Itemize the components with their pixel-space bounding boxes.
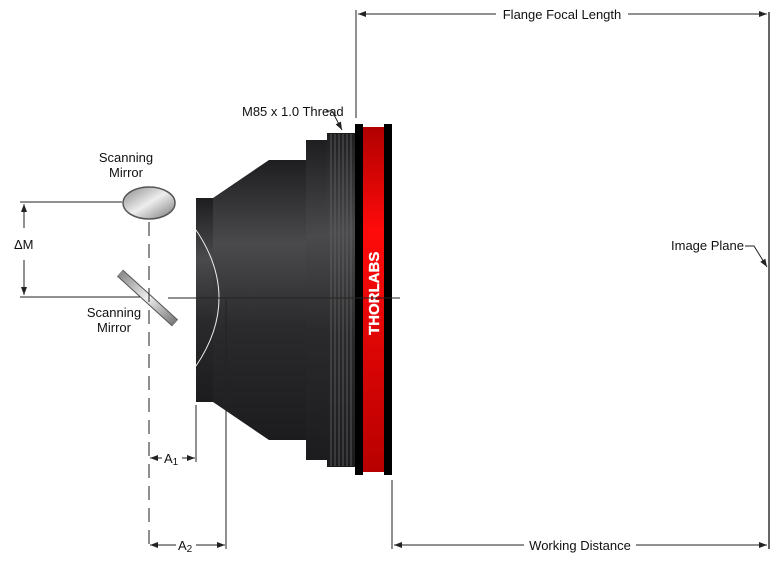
thread-label: M85 x 1.0 Thread <box>242 104 344 119</box>
scanning-mirror-bottom-label-2: Mirror <box>97 320 132 335</box>
scanning-mirror-top-label: Scanning <box>99 150 153 165</box>
scanning-mirror-top <box>122 186 176 220</box>
lens-front-ring <box>196 198 213 402</box>
scanning-mirror-bottom <box>117 270 178 326</box>
image-plane-leader <box>745 245 768 268</box>
scanning-mirror-bottom-label: Scanning <box>87 305 141 320</box>
a2-label: A2 <box>178 538 193 555</box>
a1-label: A1 <box>164 451 179 468</box>
lens-barrel <box>269 160 306 440</box>
scan-lens: THORLABS <box>195 124 392 475</box>
lens-cone <box>213 160 269 440</box>
thread-section <box>327 133 357 467</box>
mount-plate-back <box>384 124 392 475</box>
svg-text:THORLABS: THORLABS <box>366 252 383 335</box>
red-flange <box>363 127 384 472</box>
thread-leader <box>326 110 343 131</box>
scanning-mirror-top-label-2: Mirror <box>109 165 144 180</box>
delta-m-label: ΔM <box>14 237 34 252</box>
image-plane-label: Image Plane <box>671 238 744 253</box>
thorlabs-logo: THORLABS <box>366 252 383 336</box>
working-distance-label: Working Distance <box>529 538 631 553</box>
flange-focal-length-label: Flange Focal Length <box>503 7 622 22</box>
lens-step <box>306 140 328 460</box>
mount-plate-front <box>355 124 363 475</box>
